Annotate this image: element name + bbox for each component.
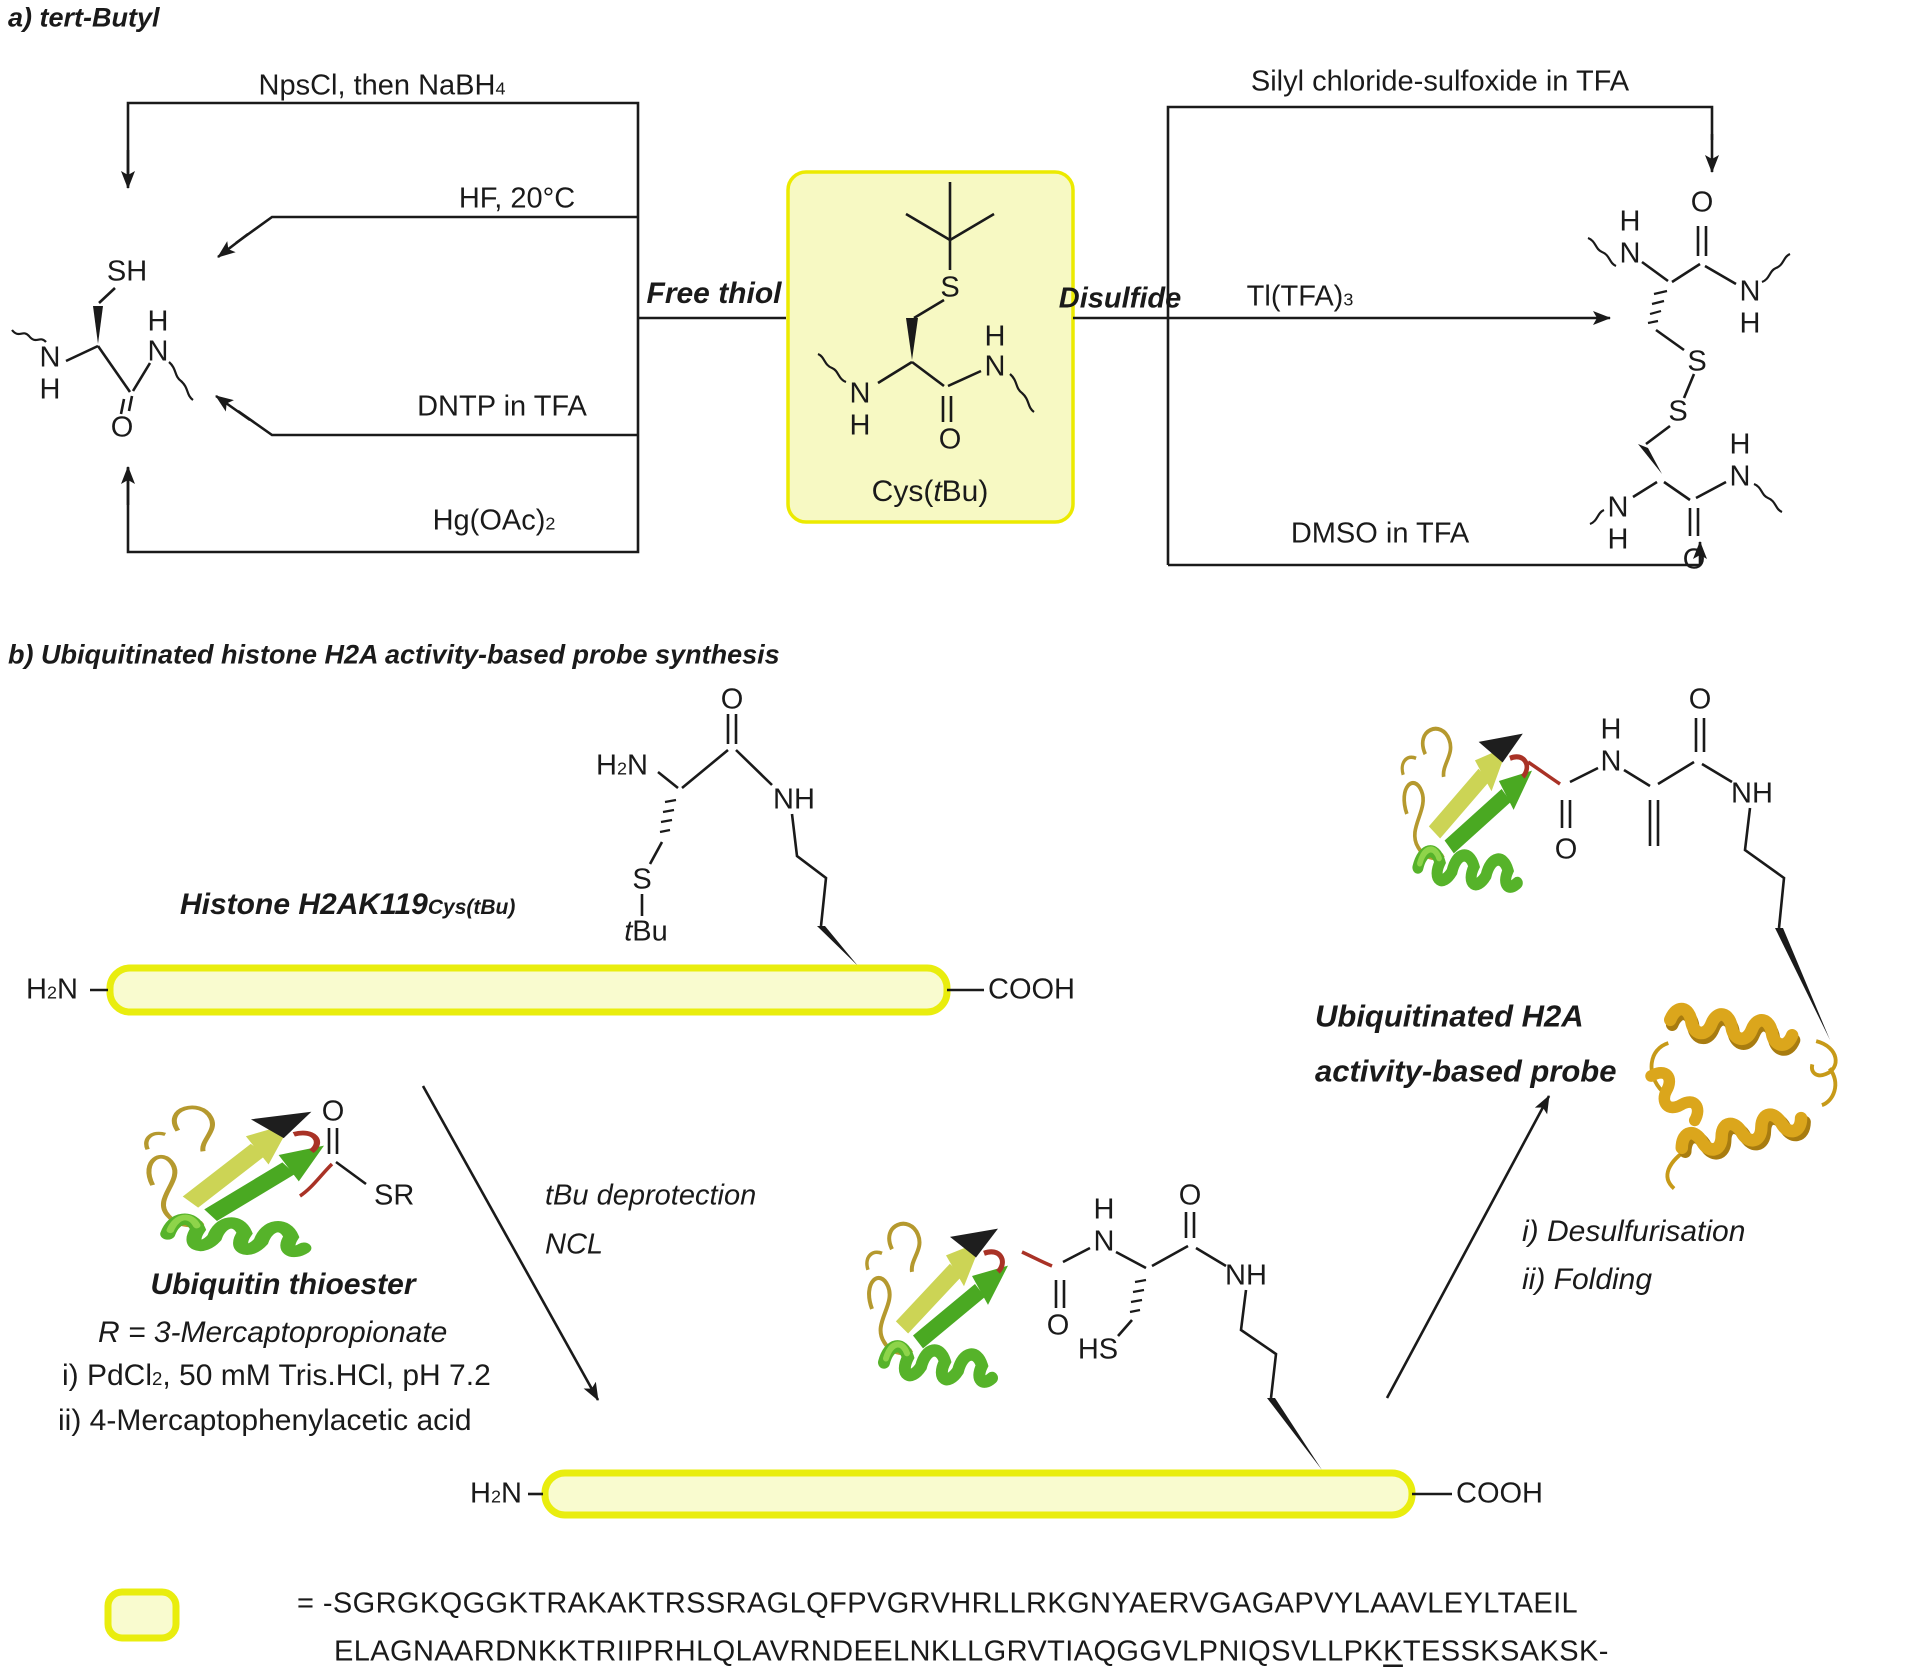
atom-h: H <box>1619 205 1641 238</box>
ubiquitin-ribbon-product <box>1402 729 1532 887</box>
label-free-thiol: Free thiol <box>646 277 782 310</box>
ubiquitin-ribbon-thioester <box>146 1107 332 1251</box>
reagent-tl: Tl(TFA)3 <box>1246 280 1354 313</box>
reagent-hg: Hg(OAc)2 <box>432 504 556 537</box>
reagent-dmso: DMSO in TFA <box>1290 517 1470 550</box>
atom-nh: NH <box>1225 1259 1267 1292</box>
atom-s: S <box>1668 395 1688 428</box>
step2-label-1: i) Desulfurisation <box>1522 1215 1746 1248</box>
free-thiol-structure <box>11 287 194 415</box>
left-comb-arrows <box>121 101 786 554</box>
atom-h: H <box>1607 523 1629 556</box>
atom-o: O <box>1682 543 1706 576</box>
atom-o: O <box>1178 1179 1202 1212</box>
bar1-cooh: COOH <box>988 973 1075 1006</box>
h2a-ribbon <box>1643 1009 1836 1189</box>
atom-o: O <box>1554 833 1578 866</box>
condition-i: i) PdCl2, 50 mM Tris.HCl, pH 7.2 <box>62 1359 491 1392</box>
sequence-line-2: ELAGNAARDNKKTRIIPRHLQLAVRNDEELNKLLGRVTIA… <box>334 1635 1609 1667</box>
r-definition: R = 3-Mercaptopropionate <box>98 1316 448 1349</box>
atom-o: O <box>110 411 134 444</box>
atom-sh: SH <box>106 255 148 288</box>
condition-ii: ii) 4-Mercaptophenylacetic acid <box>58 1404 472 1437</box>
ncl-arrow <box>421 1085 600 1401</box>
bar2-cooh: COOH <box>1456 1477 1543 1510</box>
reagent-dntp: DNTP in TFA <box>417 390 587 423</box>
underlined-k119: K <box>1383 1635 1403 1667</box>
step2-label-2: ii) Folding <box>1522 1263 1653 1296</box>
atom-o: O <box>1046 1309 1070 1342</box>
atom-tbu: tBu <box>624 915 668 948</box>
atom-o: O <box>720 683 744 716</box>
product-label-2: activity-based probe <box>1315 1053 1617 1089</box>
product-structure <box>1527 718 1830 1040</box>
atom-n: N <box>1093 1225 1115 1258</box>
atom-n: N <box>39 341 61 374</box>
right-comb-arrows <box>1073 105 1719 567</box>
atom-o: O <box>1688 683 1712 716</box>
atom-h: H <box>984 320 1006 353</box>
atom-n: N <box>1729 460 1751 493</box>
desulfurisation-arrow <box>1385 1095 1551 1399</box>
reagent-npscl: NpsCl, then NaBH4 <box>258 69 506 102</box>
bar1-h2n: H2N <box>26 973 78 1006</box>
histone-cys-structure <box>640 714 858 966</box>
panel-a-title: a) tert-Butyl <box>8 2 160 33</box>
atom-h: H <box>39 373 61 406</box>
atom-h: H <box>1600 713 1622 746</box>
atom-n: N <box>147 335 169 368</box>
cys-tbu-caption: Cys(tBu) <box>871 475 989 508</box>
atom-nh: NH <box>773 783 815 816</box>
reagent-hf: HF, 20°C <box>458 182 576 215</box>
atom-h: H <box>1729 428 1751 461</box>
atom-o: O <box>938 423 962 456</box>
atom-n: N <box>1600 745 1622 778</box>
atom-n: N <box>1739 275 1761 308</box>
thioester-structure <box>327 1128 367 1186</box>
atom-s: S <box>1687 345 1707 378</box>
panel-b-title: b) Ubiquitinated histone H2A activity-ba… <box>8 639 780 670</box>
step1-label-2: NCL <box>545 1228 604 1261</box>
sequence-legend-chip <box>104 1588 180 1642</box>
atom-h: H <box>1093 1193 1115 1226</box>
atom-n: N <box>849 377 871 410</box>
reagent-silyl: Silyl chloride-sulfoxide in TFA <box>1250 65 1630 98</box>
atom-sr: SR <box>374 1179 415 1212</box>
atom-s: S <box>632 863 652 896</box>
atom-hs: HS <box>1077 1333 1119 1366</box>
label-disulfide: Disulfide <box>1058 282 1182 315</box>
atom-h: H <box>849 409 871 442</box>
product-label-1: Ubiquitinated H2A <box>1315 998 1584 1034</box>
sequence-line-1: = -SGRGKQGGKTRAKAKTRSSRAGLQFPVGRVHRLLRKG… <box>297 1587 1579 1620</box>
histone-label: Histone H2AK119Cys(tBu) <box>180 888 516 921</box>
disulfide-structure <box>1587 226 1791 536</box>
bar2-h2n: H2N <box>470 1477 522 1510</box>
cys-tbu-box <box>786 170 1075 524</box>
atom-o: O <box>1690 186 1714 219</box>
atom-s: S <box>940 271 960 304</box>
histone-bar <box>90 964 984 1016</box>
atom-h: H <box>1739 307 1761 340</box>
intermediate-structure <box>1021 1212 1322 1470</box>
atom-n: N <box>984 350 1006 383</box>
ubiquitin-thioester-label: Ubiquitin thioester <box>150 1268 416 1301</box>
atom-h: H <box>147 305 169 338</box>
step1-label-1: tBu deprotection <box>545 1179 757 1212</box>
atom-n: N <box>1619 237 1641 270</box>
ubiquitin-ribbon-intermediate <box>867 1224 1008 1382</box>
atom-h2n: H2N <box>596 749 648 782</box>
atom-n: N <box>1607 491 1629 524</box>
atom-nh: NH <box>1731 777 1773 810</box>
atom-o: O <box>321 1095 345 1128</box>
intermediate-bar <box>528 1469 1452 1519</box>
